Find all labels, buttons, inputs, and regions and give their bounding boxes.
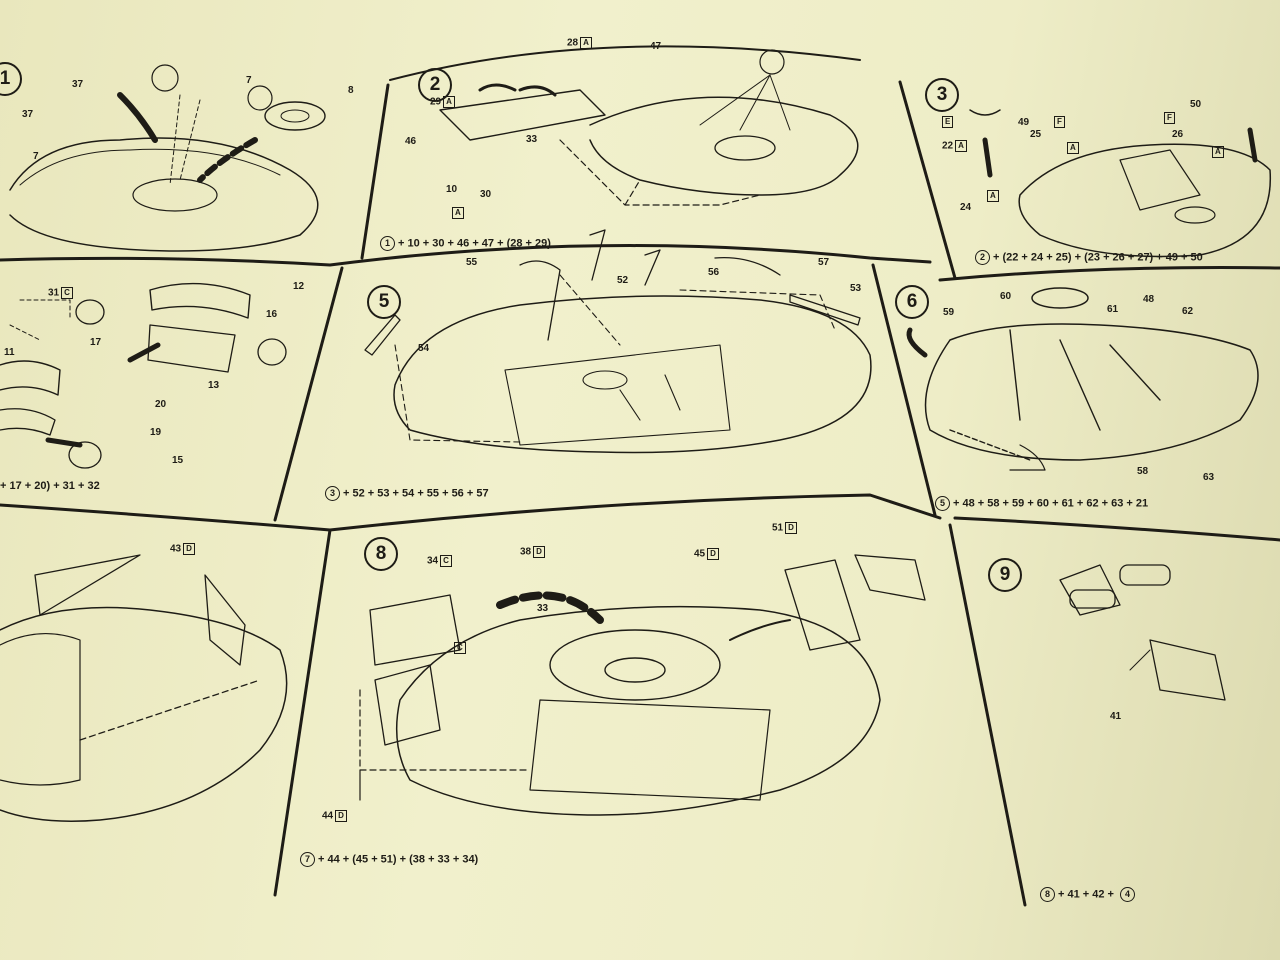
step-2-formula: 1+ 10 + 30 + 46 + 47 + (28 + 29) (380, 236, 551, 251)
part-label: 50 (1190, 99, 1202, 110)
part-label: 37 (22, 109, 34, 120)
step-9-formula: 8+ 41 + 42 + 4 (1040, 887, 1138, 902)
part-label: 33 (526, 134, 538, 145)
part-label: C (452, 642, 466, 654)
part-label: 59 (943, 307, 955, 318)
part-label: 19 (150, 427, 162, 438)
part-label: 56 (708, 267, 720, 278)
step-number-3: 3 (925, 78, 959, 112)
part-label: 55 (466, 257, 478, 268)
step-5-formula: 3+ 52 + 53 + 54 + 55 + 56 + 57 (325, 486, 489, 501)
part-label: 37 (72, 79, 84, 90)
part-label: 15 (172, 455, 184, 466)
part-label: A (1210, 146, 1224, 158)
part-label: 11 (4, 347, 15, 358)
part-label: 12 (293, 281, 305, 292)
part-label: 58 (1137, 466, 1149, 477)
part-label: 33 (537, 603, 549, 614)
part-label: 46 (405, 136, 417, 147)
part-label: 30 (480, 189, 492, 200)
step-number-8: 8 (364, 537, 398, 571)
step-number-6: 6 (895, 285, 929, 319)
part-label: 63 (1203, 472, 1215, 483)
part-label: 61 (1107, 304, 1119, 315)
part-label: 62 (1182, 306, 1194, 317)
step-number-9: 9 (988, 558, 1022, 592)
part-label: 48 (1143, 294, 1155, 305)
part-label: 7 (246, 75, 252, 86)
part-label: 53 (850, 283, 862, 294)
step-8-formula: 7+ 44 + (45 + 51) + (38 + 33 + 34) (300, 852, 478, 867)
step-4-formula: + 17 + 20) + 31 + 32 (0, 480, 100, 492)
part-label: 25 (1030, 129, 1042, 140)
part-label: 13 (208, 380, 220, 391)
part-label: 7 (33, 151, 39, 162)
part-label: 47 (650, 41, 662, 52)
step-number-5: 5 (367, 285, 401, 319)
part-label: 54 (418, 343, 430, 354)
step-6-formula: 5+ 48 + 58 + 59 + 60 + 61 + 62 + 63 + 21 (935, 496, 1148, 511)
part-label: 41 (1110, 711, 1122, 722)
part-label: A (1065, 142, 1079, 154)
part-label: 17 (90, 337, 102, 348)
part-label: F (1052, 116, 1065, 128)
part-label: A (985, 190, 999, 202)
step-3-formula: 2+ (22 + 24 + 25) + (23 + 26 + 27) + 49 … (975, 250, 1203, 265)
step-number-2: 2 (418, 68, 452, 102)
part-label: 60 (1000, 291, 1012, 302)
part-label: 16 (266, 309, 278, 320)
part-label: E (940, 116, 954, 128)
part-label: 10 (446, 184, 458, 195)
part-label: 52 (617, 275, 629, 286)
part-label: 26 (1172, 129, 1184, 140)
part-label: A (450, 207, 464, 219)
part-label: 24 (960, 202, 972, 213)
part-label: 57 (818, 257, 830, 268)
part-label: 49 (1018, 117, 1030, 128)
part-label: F (1162, 112, 1175, 124)
part-label: 20 (155, 399, 167, 410)
part-label: 8 (348, 85, 354, 96)
